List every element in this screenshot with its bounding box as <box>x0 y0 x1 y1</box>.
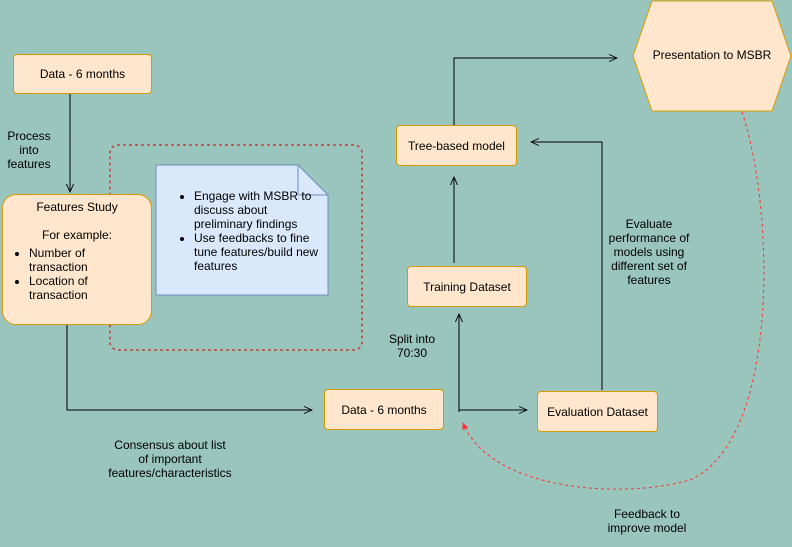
features-item: Number of transaction <box>29 246 147 274</box>
label-line: features <box>627 273 671 287</box>
tree-model-box[interactable]: Tree-based model <box>396 125 517 166</box>
features-study-box[interactable]: Features Study For example: Number of tr… <box>2 194 152 325</box>
label-line: 70:30 <box>396 346 428 360</box>
note-list: Engage with MSBR to discuss about prelim… <box>168 189 328 273</box>
split-label: Split into 70:30 <box>382 332 442 360</box>
note-fold <box>297 165 328 196</box>
edge-feedback-curve <box>462 111 765 490</box>
label-line: Split into <box>388 332 436 346</box>
data-top-box[interactable]: Data - 6 months <box>13 54 152 94</box>
features-item: Location of transaction <box>29 274 147 302</box>
data-mid-box[interactable]: Data - 6 months <box>324 389 444 430</box>
label-line: improve model <box>607 521 687 535</box>
label-line: Process <box>7 129 51 143</box>
label-line: into <box>19 143 39 157</box>
label-line: Consensus about list <box>114 438 226 452</box>
label-line: features <box>7 157 51 171</box>
evaluation-dataset-box[interactable]: Evaluation Dataset <box>537 391 658 432</box>
consensus-label: Consensus about list of important featur… <box>95 438 245 480</box>
feedback-label: Feedback to improve model <box>595 507 699 535</box>
evaluate-label: Evaluate performance of models using dif… <box>604 217 694 287</box>
presentation-hexagon[interactable] <box>632 0 792 112</box>
label-line: performance of <box>608 231 690 245</box>
note-shape <box>155 164 329 296</box>
label-line: models using <box>613 245 685 259</box>
label-line: of important <box>138 452 202 466</box>
note-item: Use feedbacks to fine tune features/buil… <box>194 231 328 273</box>
label-line: Evaluate <box>625 217 673 231</box>
label-line: Feedback to <box>613 507 681 521</box>
edge-evaluation-to-model <box>531 142 603 390</box>
process-label: Process into features <box>0 129 58 171</box>
edge-model-to-presentation <box>453 58 617 125</box>
training-dataset-box[interactable]: Training Dataset <box>407 266 527 307</box>
label-line: features/characteristics <box>108 466 232 480</box>
features-list: Number of transaction Location of transa… <box>3 246 147 302</box>
features-study-title: Features Study <box>36 200 118 214</box>
note-text[interactable]: Engage with MSBR to discuss about prelim… <box>168 189 328 273</box>
edge-features-to-data-mid <box>66 325 312 410</box>
presentation-label: Presentation to MSBR <box>652 48 772 62</box>
note-item: Engage with MSBR to discuss about prelim… <box>194 189 328 231</box>
label-line: different set of <box>611 259 687 273</box>
features-example-label: For example: <box>41 228 113 242</box>
